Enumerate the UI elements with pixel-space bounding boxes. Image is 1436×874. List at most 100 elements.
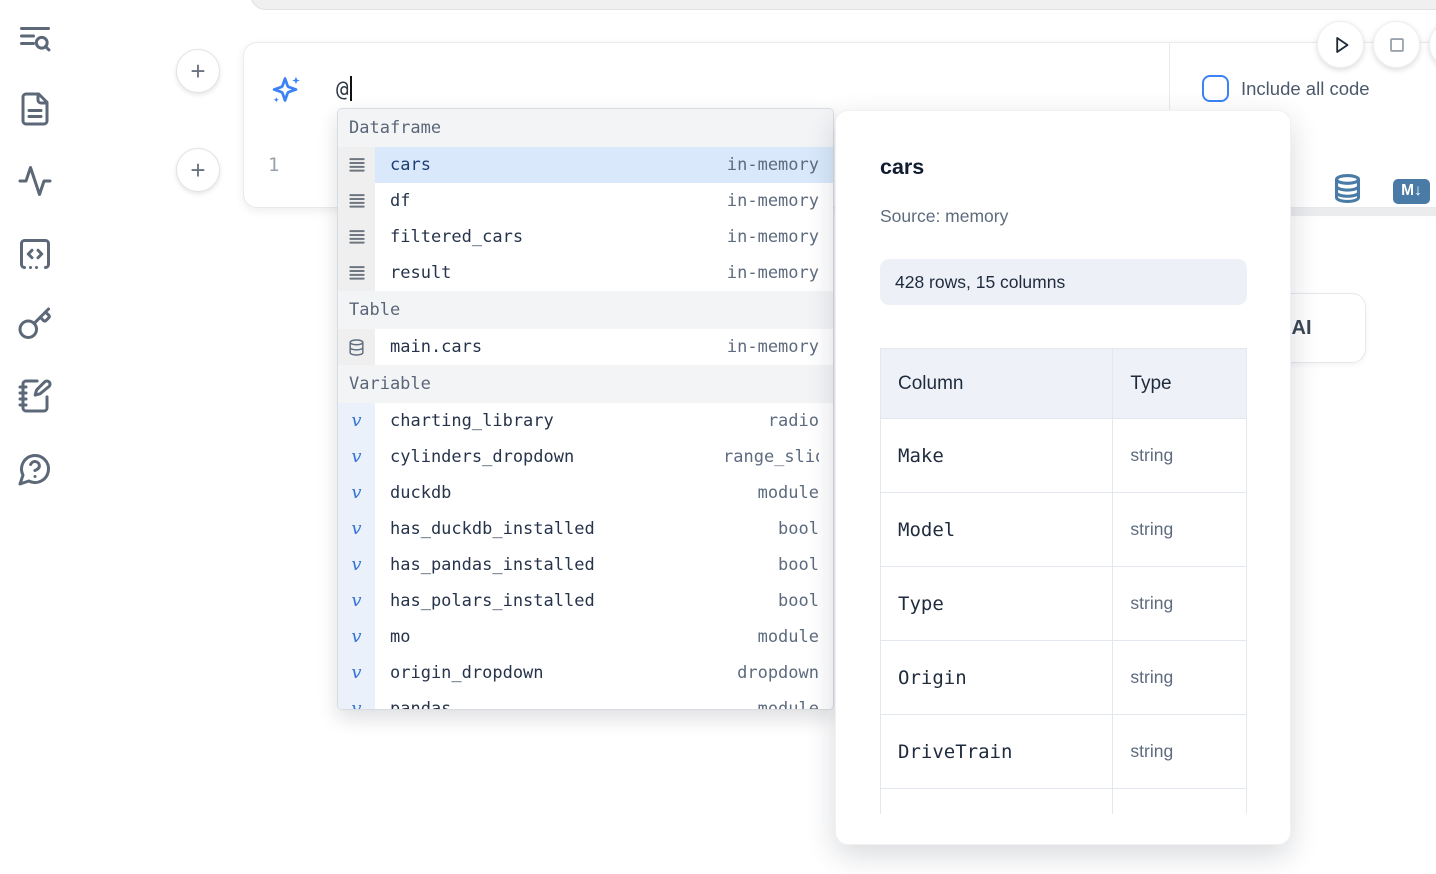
preview-column-type: string <box>1112 714 1247 789</box>
include-all-code-label: Include all code <box>1241 77 1370 99</box>
variable-icon: v <box>338 583 375 619</box>
preview-column-name: Origin <box>880 640 1114 715</box>
autocomplete-item-name: has_duckdb_installed <box>390 519 595 539</box>
rows-icon <box>338 255 375 291</box>
autocomplete-item-main: has_duckdb_installed bool <box>375 511 833 547</box>
previous-cell-remnant <box>250 0 1436 10</box>
stop-button[interactable] <box>1373 21 1420 68</box>
help-chat-icon[interactable] <box>16 450 54 488</box>
preview-shape-badge: 428 rows, 15 columns <box>880 259 1247 305</box>
autocomplete-item-name: cylinders_dropdown <box>390 447 575 467</box>
autocomplete-item-name: result <box>390 263 452 283</box>
variable-icon: v <box>338 691 375 709</box>
add-cell-above-button[interactable]: + <box>176 49 220 93</box>
snippets-icon[interactable] <box>16 235 54 273</box>
preview-column-type: string <box>1112 566 1247 641</box>
rows-icon <box>338 219 375 255</box>
autocomplete-item-type: in-memory <box>726 191 819 211</box>
code-editor-row[interactable]: 1 M↓ <box>244 116 1436 208</box>
variable-icon: v <box>338 403 375 439</box>
preview-column-name <box>880 788 1114 814</box>
run-cell-button[interactable] <box>1317 21 1364 68</box>
document-icon[interactable] <box>16 90 54 128</box>
database-icon[interactable] <box>1332 172 1363 210</box>
autocomplete-item-type: bool <box>778 591 819 611</box>
ai-prompt-value: @ <box>336 77 349 101</box>
search-list-icon[interactable] <box>16 20 54 58</box>
autocomplete-item-type: dropdown <box>737 663 819 683</box>
dataframe-preview-panel: cars Source: memory 428 rows, 15 columns… <box>835 110 1291 845</box>
autocomplete-item-main: origin_dropdown dropdown <box>375 655 833 691</box>
preview-table-header: Column <box>880 348 1114 419</box>
preview-column-name: Model <box>880 492 1114 567</box>
preview-column-type: string <box>1112 418 1247 493</box>
autocomplete-item-name: main.cars <box>390 337 483 357</box>
key-icon[interactable] <box>16 305 54 343</box>
autocomplete-item-type: module <box>757 483 819 503</box>
autocomplete-item-name: cars <box>390 155 431 175</box>
sparkles-icon <box>272 76 300 103</box>
preview-column-type <box>1112 788 1247 814</box>
add-cell-below-button[interactable]: + <box>176 148 220 192</box>
preview-table-header: Type <box>1112 348 1247 419</box>
text-cursor <box>349 76 352 101</box>
variable-icon: v <box>338 619 375 655</box>
autocomplete-item-main: cylinders_dropdown range_slider <box>375 439 833 475</box>
database-icon <box>338 329 375 365</box>
autocomplete-item[interactable]: v cylinders_dropdown range_slider <box>338 439 833 475</box>
include-all-code-checkbox[interactable] <box>1202 75 1229 102</box>
autocomplete-item-name: origin_dropdown <box>390 663 544 683</box>
prompt-divider <box>1169 43 1170 116</box>
scratchpad-icon[interactable] <box>16 377 54 415</box>
variable-icon: v <box>338 475 375 511</box>
line-number: 1 <box>268 154 280 176</box>
variable-icon: v <box>338 439 375 475</box>
markdown-icon[interactable]: M↓ <box>1393 178 1430 204</box>
autocomplete-item-name: duckdb <box>390 483 452 503</box>
activity-icon[interactable] <box>16 162 54 200</box>
include-all-code-control: Include all code <box>1202 75 1370 102</box>
autocomplete-item-type: bool <box>778 519 819 539</box>
ai-prompt-input[interactable]: @ <box>336 76 352 101</box>
autocomplete-item-type: range_slider <box>723 447 819 467</box>
autocomplete-item-main: duckdb module <box>375 475 833 511</box>
variable-icon: v <box>338 547 375 583</box>
autocomplete-item-type: in-memory <box>726 227 819 247</box>
preview-column-name: Make <box>880 418 1114 493</box>
autocomplete-item-type: module <box>757 699 819 710</box>
autocomplete-item-name: has_pandas_installed <box>390 555 595 575</box>
preview-column-name: DriveTrain <box>880 714 1114 789</box>
autocomplete-item-type: radio <box>767 411 819 431</box>
autocomplete-section-header: Dataframe <box>338 109 833 147</box>
preview-column-type: string <box>1112 492 1247 567</box>
ai-prompt-row: @ Include all code <box>244 43 1436 116</box>
autocomplete-section-header: Variable <box>338 365 833 403</box>
